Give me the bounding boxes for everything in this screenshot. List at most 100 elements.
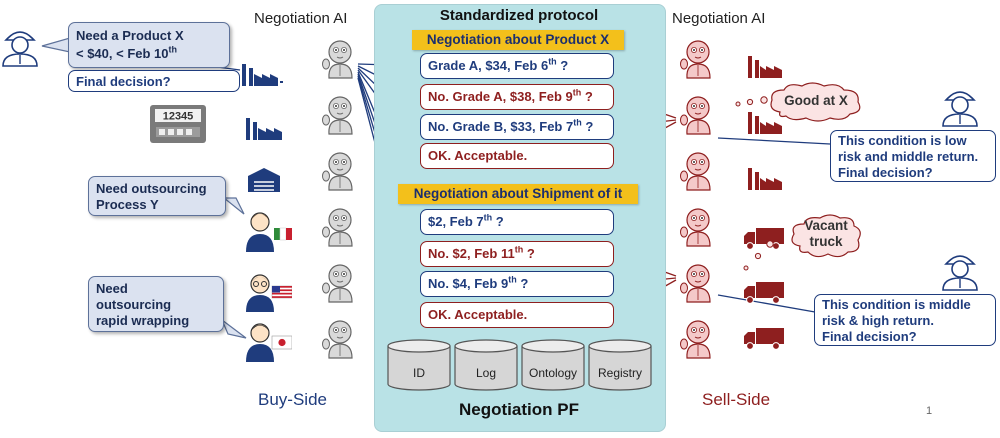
vacant-truck-text: Vacant truck [790,218,862,250]
wrapping-line-1: Need [96,281,128,296]
seller-person-icon [942,255,978,291]
middle-risk-line-3: Final decision? [822,329,917,344]
message-suffix: ? [556,58,569,73]
sell-side-facilities [744,56,784,350]
ai-robot-icon [322,152,353,191]
ai-robot-icon [680,208,711,247]
rapid-wrapping-callout: Need outsourcing rapid wrapping [88,276,224,332]
ai-robot-icon [322,320,353,359]
outsourcing-y-line-1: Need outsourcing [96,181,207,196]
sell-side-robots [680,40,711,359]
header-product-negotiation: Negotiation about Product X [412,30,624,50]
low-risk-line-2: risk and middle return. [838,149,979,164]
database-label: Registry [597,366,642,380]
italy-flag-icon [274,227,292,241]
factory-icon [748,56,782,78]
factory-icon [246,118,282,140]
page-number: 1 [926,405,933,417]
ai-robot-icon [322,208,353,247]
need-product-callout: Need a Product X < $40, < Feb 10th [68,22,230,68]
ai-robot-icon [680,40,711,79]
seller-reply-message: No. Grade A, $38, Feb 9th ? [420,84,614,110]
message-ordinal: th [572,87,582,98]
database-cylinders [387,339,652,391]
usa-flag-icon [271,285,292,299]
database-label: Log [475,366,497,380]
final-decision-buy-callout: Final decision? [68,70,240,92]
outsourcing-y-line-2: Process Y [96,197,159,212]
message-ordinal: th [514,244,524,255]
person-italy-icon [246,212,292,252]
vacant-line-2: truck [809,234,843,249]
middle-risk-line-2: risk & high return. [822,313,934,328]
message-text: OK. Acceptable. [428,148,528,163]
database-cylinder [387,339,451,391]
middle-risk-line-1: This condition is middle [822,297,971,312]
seller-reply-message: OK. Acceptable. [420,143,614,169]
buyer-person-icon [2,31,38,67]
person-usa-icon [246,274,292,312]
need-product-line-2: < $40, < Feb 10 [76,46,169,61]
buyer-offer-message: Grade A, $34, Feb 6th ? [420,53,614,79]
message-text: Grade A, $34, Feb 6 [428,58,549,73]
message-suffix: ? [581,119,594,134]
database-label: Ontology [528,366,578,380]
buy-side-robots [322,40,353,359]
buy-side-label: Buy-Side [258,390,327,409]
low-risk-line-1: This condition is low [838,133,967,148]
factory-icon [242,64,284,86]
factory-icon [748,168,782,190]
japan-flag-icon [271,335,292,350]
truck-icon [744,328,784,350]
message-ordinal: th [508,274,517,285]
outsourcing-y-callout: Need outsourcing Process Y [88,176,226,216]
buyer-offer-message: No. Grade B, $33, Feb 7th ? [420,114,614,140]
message-ordinal: th [573,117,582,128]
vacant-line-1: Vacant [804,218,848,233]
database-cylinder [454,339,518,391]
message-text: No. Grade B, $33, Feb 7 [428,119,574,134]
message-text: No. $2, Feb 11 [428,246,515,261]
message-suffix: ? [523,246,535,261]
meter-icon: 12345 [150,105,206,143]
message-suffix: ? [492,214,504,229]
need-product-sup: th [168,44,178,55]
low-risk-line-3: Final decision? [838,165,933,180]
message-text: $2, Feb 7 [428,214,484,229]
thought-dots [735,96,774,271]
ai-robot-icon [322,40,353,79]
warehouse-icon [248,168,280,192]
message-suffix: ? [516,276,529,291]
callout-pointer [222,197,245,215]
database-cylinder [521,339,585,391]
good-at-x-text: Good at X [784,93,848,108]
seller-reply-message: OK. Acceptable. [420,302,614,328]
callout-pointer [41,37,70,53]
buyer-offer-message: No. $4, Feb 9th ? [420,271,614,297]
person-japan-icon [246,323,292,362]
message-ordinal: th [548,56,557,67]
good-at-x-cloud [770,82,861,122]
wrapping-line-3: rapid wrapping [96,313,190,328]
ai-robot-icon [322,264,353,303]
wrapping-line-2: outsourcing [96,297,172,312]
message-text: OK. Acceptable. [428,307,528,322]
factory-icon [748,112,782,134]
need-product-line-1: Need a Product X [76,28,184,43]
message-ordinal: th [483,212,493,223]
seller-person-icon [942,91,978,127]
negotiation-ai-label-right: Negotiation AI [672,10,766,27]
ai-robot-icon [680,152,711,191]
truck-icon [744,228,784,250]
low-risk-callout: This condition is low risk and middle re… [830,130,996,182]
buyer-offer-message: $2, Feb 7th ? [420,209,614,235]
sell-side-label: Sell-Side [702,390,771,409]
negotiation-pf-title: Negotiation PF [459,400,579,419]
callout-pointer [220,318,247,339]
standardized-protocol-title: Standardized protocol [439,7,599,24]
ai-robot-icon [680,96,711,135]
message-text: No. $4, Feb 9 [428,276,509,291]
meter-display: 12345 [163,111,194,123]
ai-robot-icon [322,96,353,135]
truck-icon [744,282,784,304]
